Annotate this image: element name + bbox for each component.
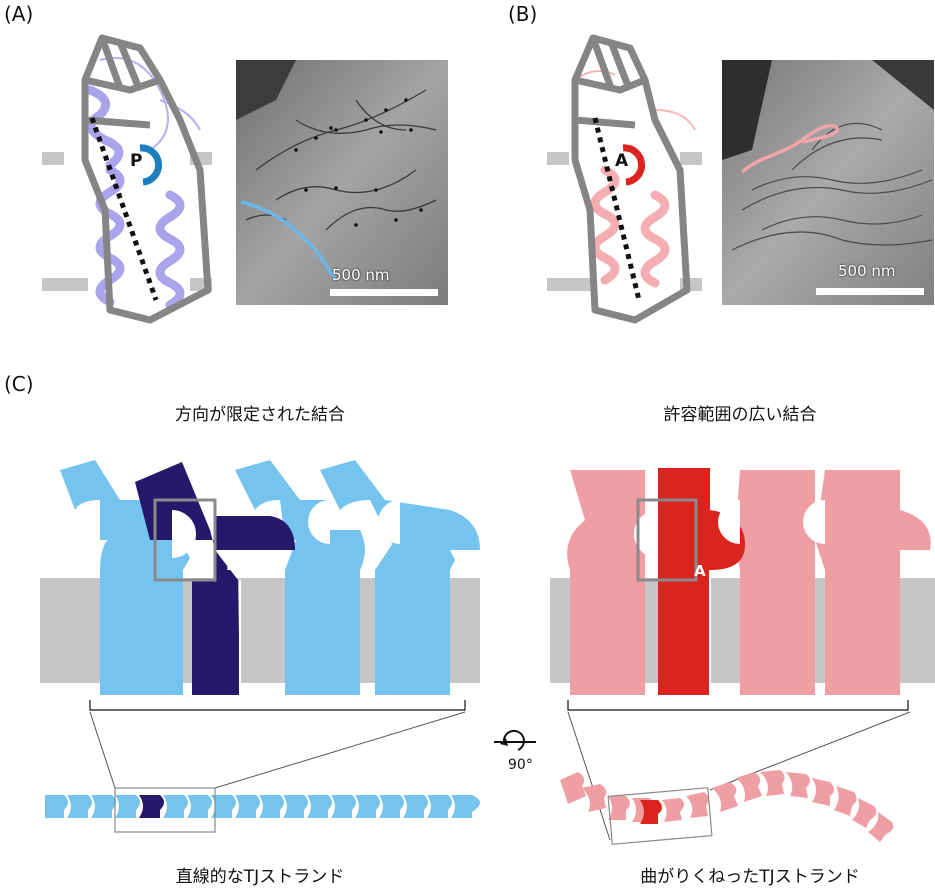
panel-a-label: (A) [4, 2, 34, 26]
scale-bar-b [816, 288, 924, 295]
caption-straight-strand: 直線的なTJストランド [175, 867, 345, 887]
rotation-arrow-icon [494, 729, 536, 751]
rotation-angle-label: 90° [508, 757, 533, 773]
caption-tortuous-strand: 曲がりくねったTJストランド [640, 867, 860, 887]
permissive-binding-schematic: A [550, 468, 935, 711]
claudin-structure-b: A [547, 34, 702, 324]
straight-tj-strand [45, 711, 480, 833]
residue-a-label-b: A [615, 151, 629, 171]
restricted-binding-schematic: P [40, 460, 480, 711]
residue-p-label-c: P [226, 556, 237, 574]
panel-b-label: (B) [508, 2, 538, 26]
residue-a-label-c: A [694, 562, 706, 580]
tortuous-tj-strand [560, 711, 911, 845]
panel-c-label: (C) [4, 372, 34, 396]
claudin-structure-a: P [42, 34, 212, 324]
scale-bar-label-a: 500 nm [332, 266, 390, 284]
freeze-fracture-image-a: 500 nm [236, 60, 448, 305]
freeze-fracture-image-b: 500 nm [722, 60, 934, 305]
heading-restricted-binding: 方向が限定された結合 [175, 405, 345, 425]
residue-p-label-a: P [130, 151, 142, 171]
scale-bar-label-b: 500 nm [838, 262, 896, 280]
scale-bar-a [330, 289, 438, 296]
heading-permissive-binding: 許容範囲の広い結合 [663, 405, 817, 425]
